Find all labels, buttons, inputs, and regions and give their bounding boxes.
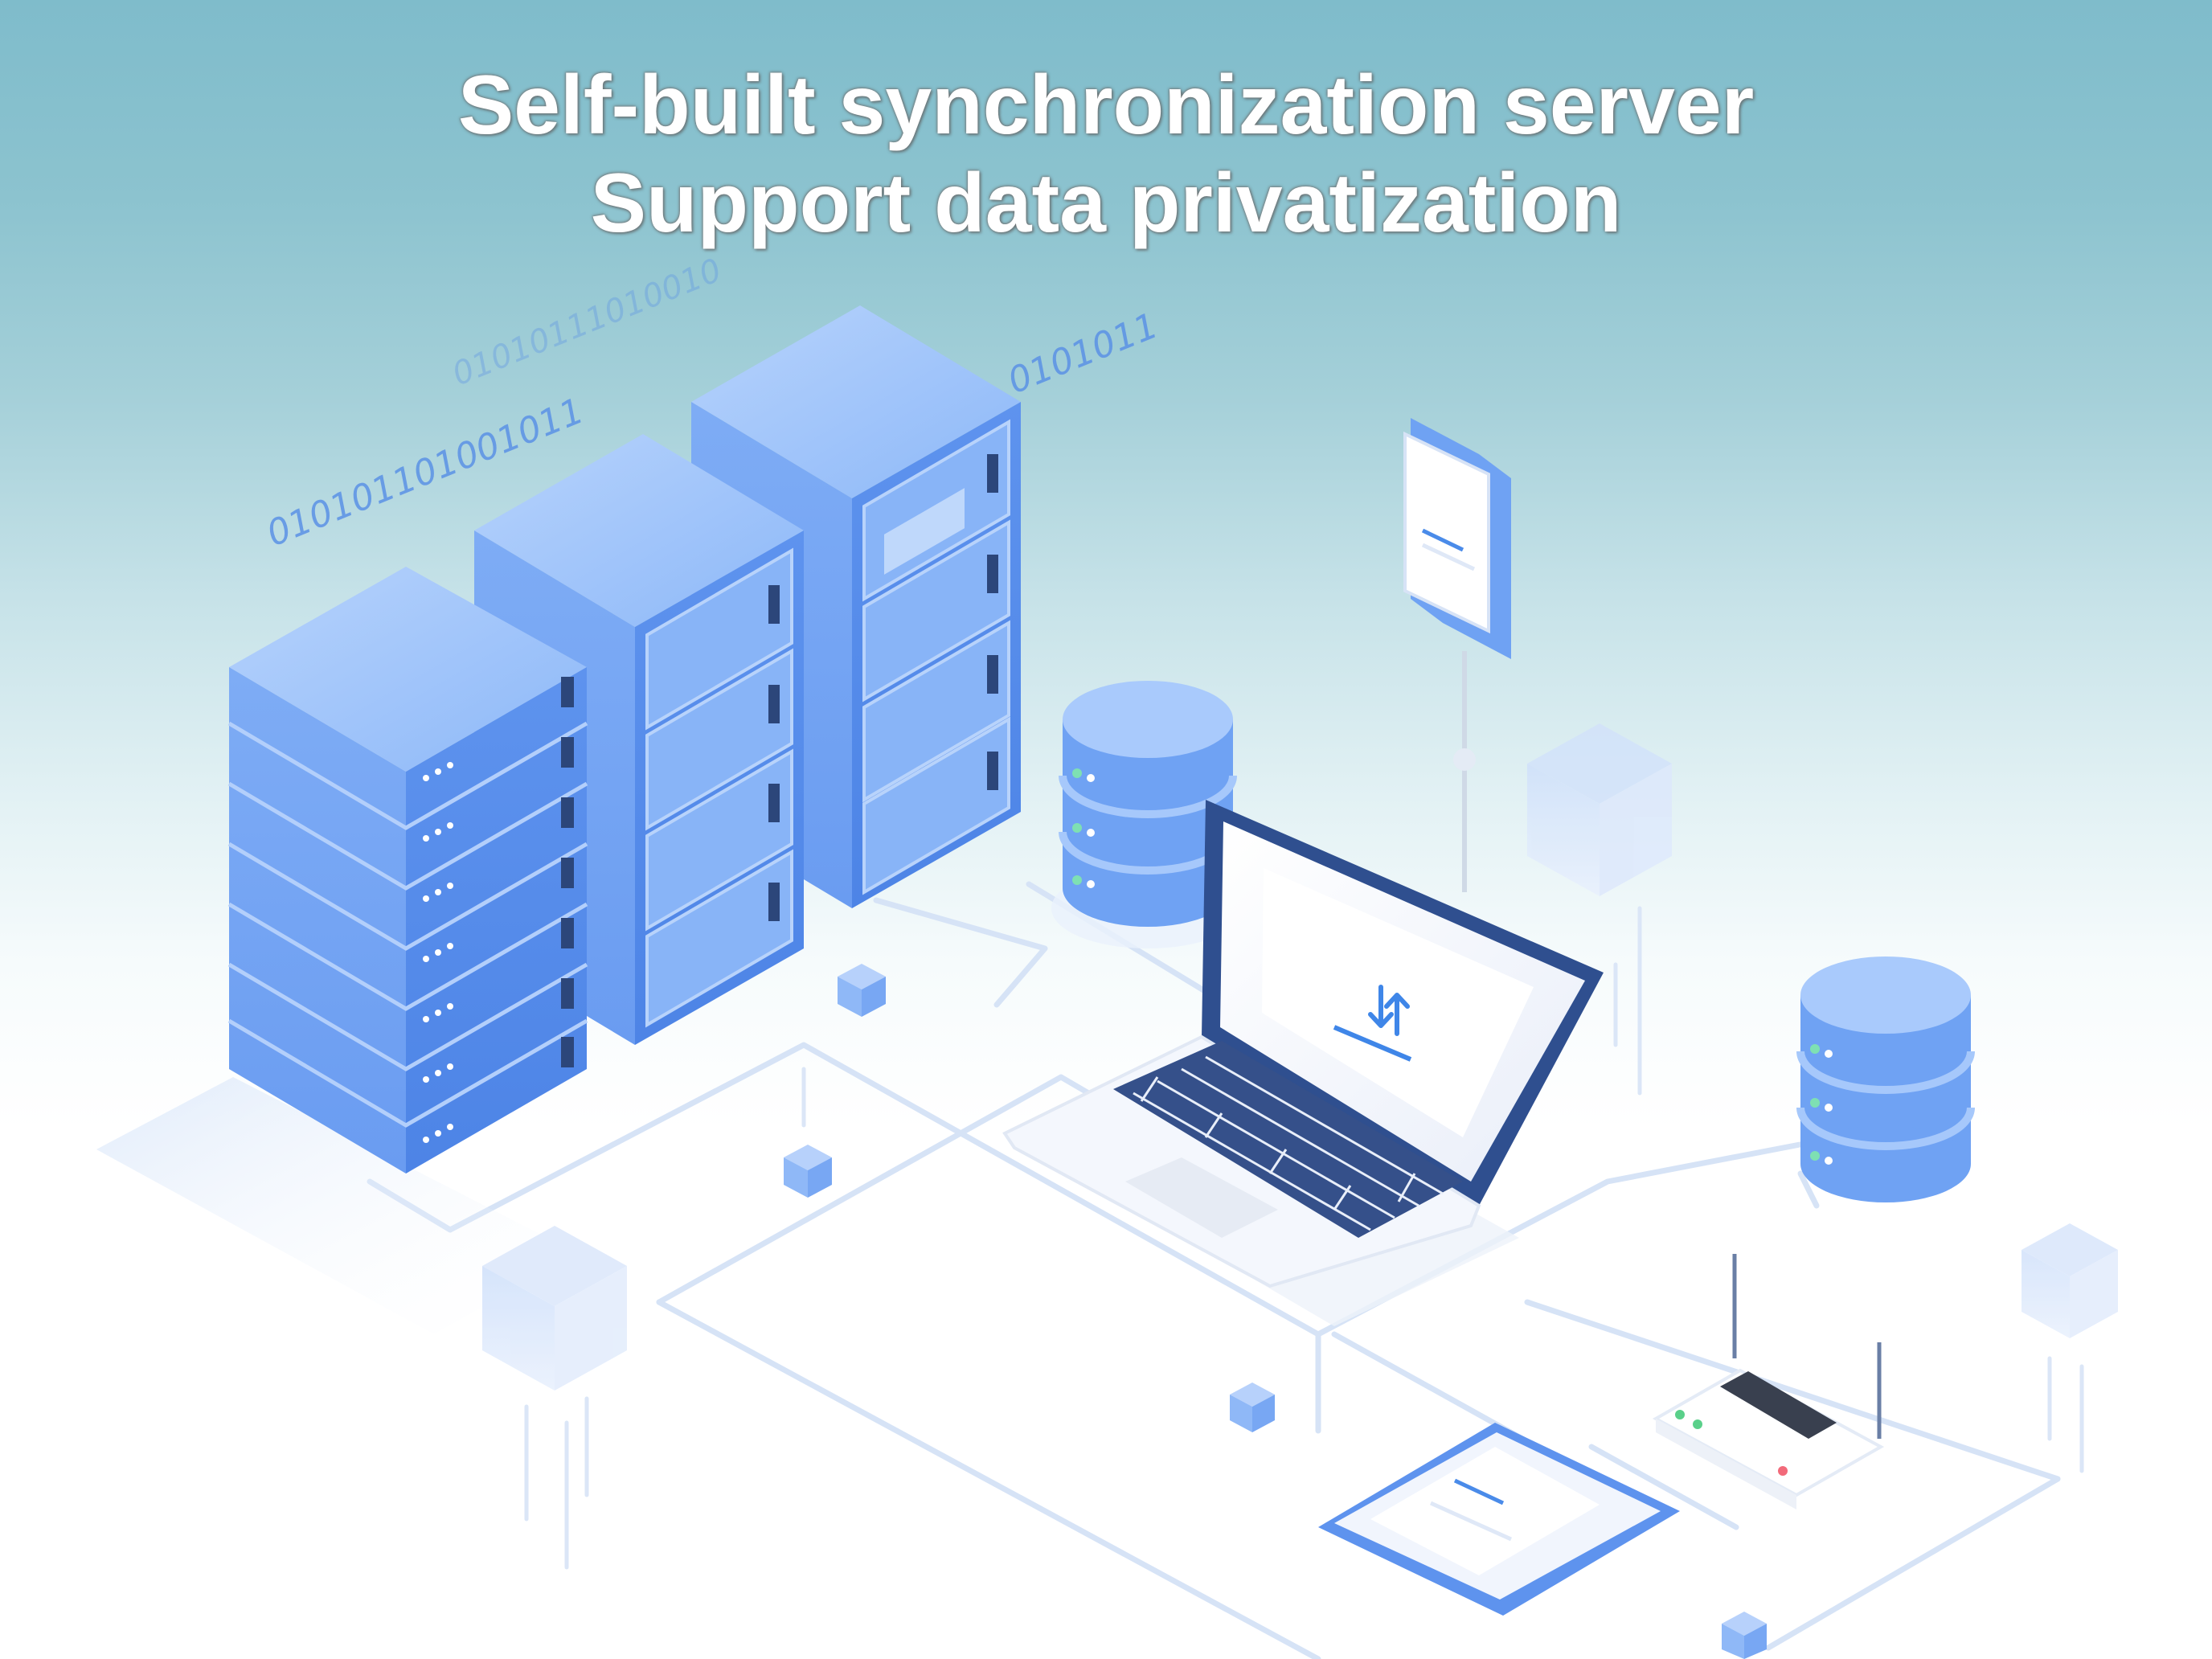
database-cylinder-1 bbox=[1051, 681, 1244, 948]
cube-far-right bbox=[2022, 1223, 2118, 1338]
headline-line-2: Support data privatization bbox=[590, 157, 1622, 250]
cube-small-1 bbox=[838, 964, 886, 1017]
light-streaks bbox=[524, 906, 2084, 1570]
cube-small-2 bbox=[784, 1145, 832, 1198]
cube-small-3 bbox=[1230, 1382, 1275, 1432]
server-shadow bbox=[96, 1077, 579, 1334]
database-cylinder-2 bbox=[1796, 956, 1975, 1202]
router bbox=[1652, 1254, 1885, 1509]
binary-text-right: 0101011 bbox=[1002, 305, 1164, 403]
headline-line-1: Self-built synchronization server bbox=[457, 59, 1755, 152]
laptop-touchpad bbox=[1125, 1157, 1278, 1238]
sync-arrows-icon bbox=[1368, 985, 1410, 1036]
decor-cubes bbox=[482, 723, 2118, 1659]
server-rack-front bbox=[227, 567, 588, 1174]
binary-text-left-upper: 01010111010010 bbox=[448, 252, 727, 393]
cube-small-4 bbox=[1722, 1612, 1767, 1659]
laptop-keyboard bbox=[1113, 1041, 1463, 1238]
tablet-device bbox=[1403, 418, 1511, 892]
rack-tall-units bbox=[862, 419, 1010, 895]
cube-large-right bbox=[1527, 723, 1672, 896]
cube-large-left bbox=[482, 1226, 627, 1391]
headline: Self-built synchronization server Suppor… bbox=[0, 56, 2212, 252]
sync-progress-bar bbox=[1333, 1025, 1412, 1062]
floor-tablet bbox=[1318, 1423, 1680, 1616]
laptop bbox=[1002, 800, 1604, 1326]
